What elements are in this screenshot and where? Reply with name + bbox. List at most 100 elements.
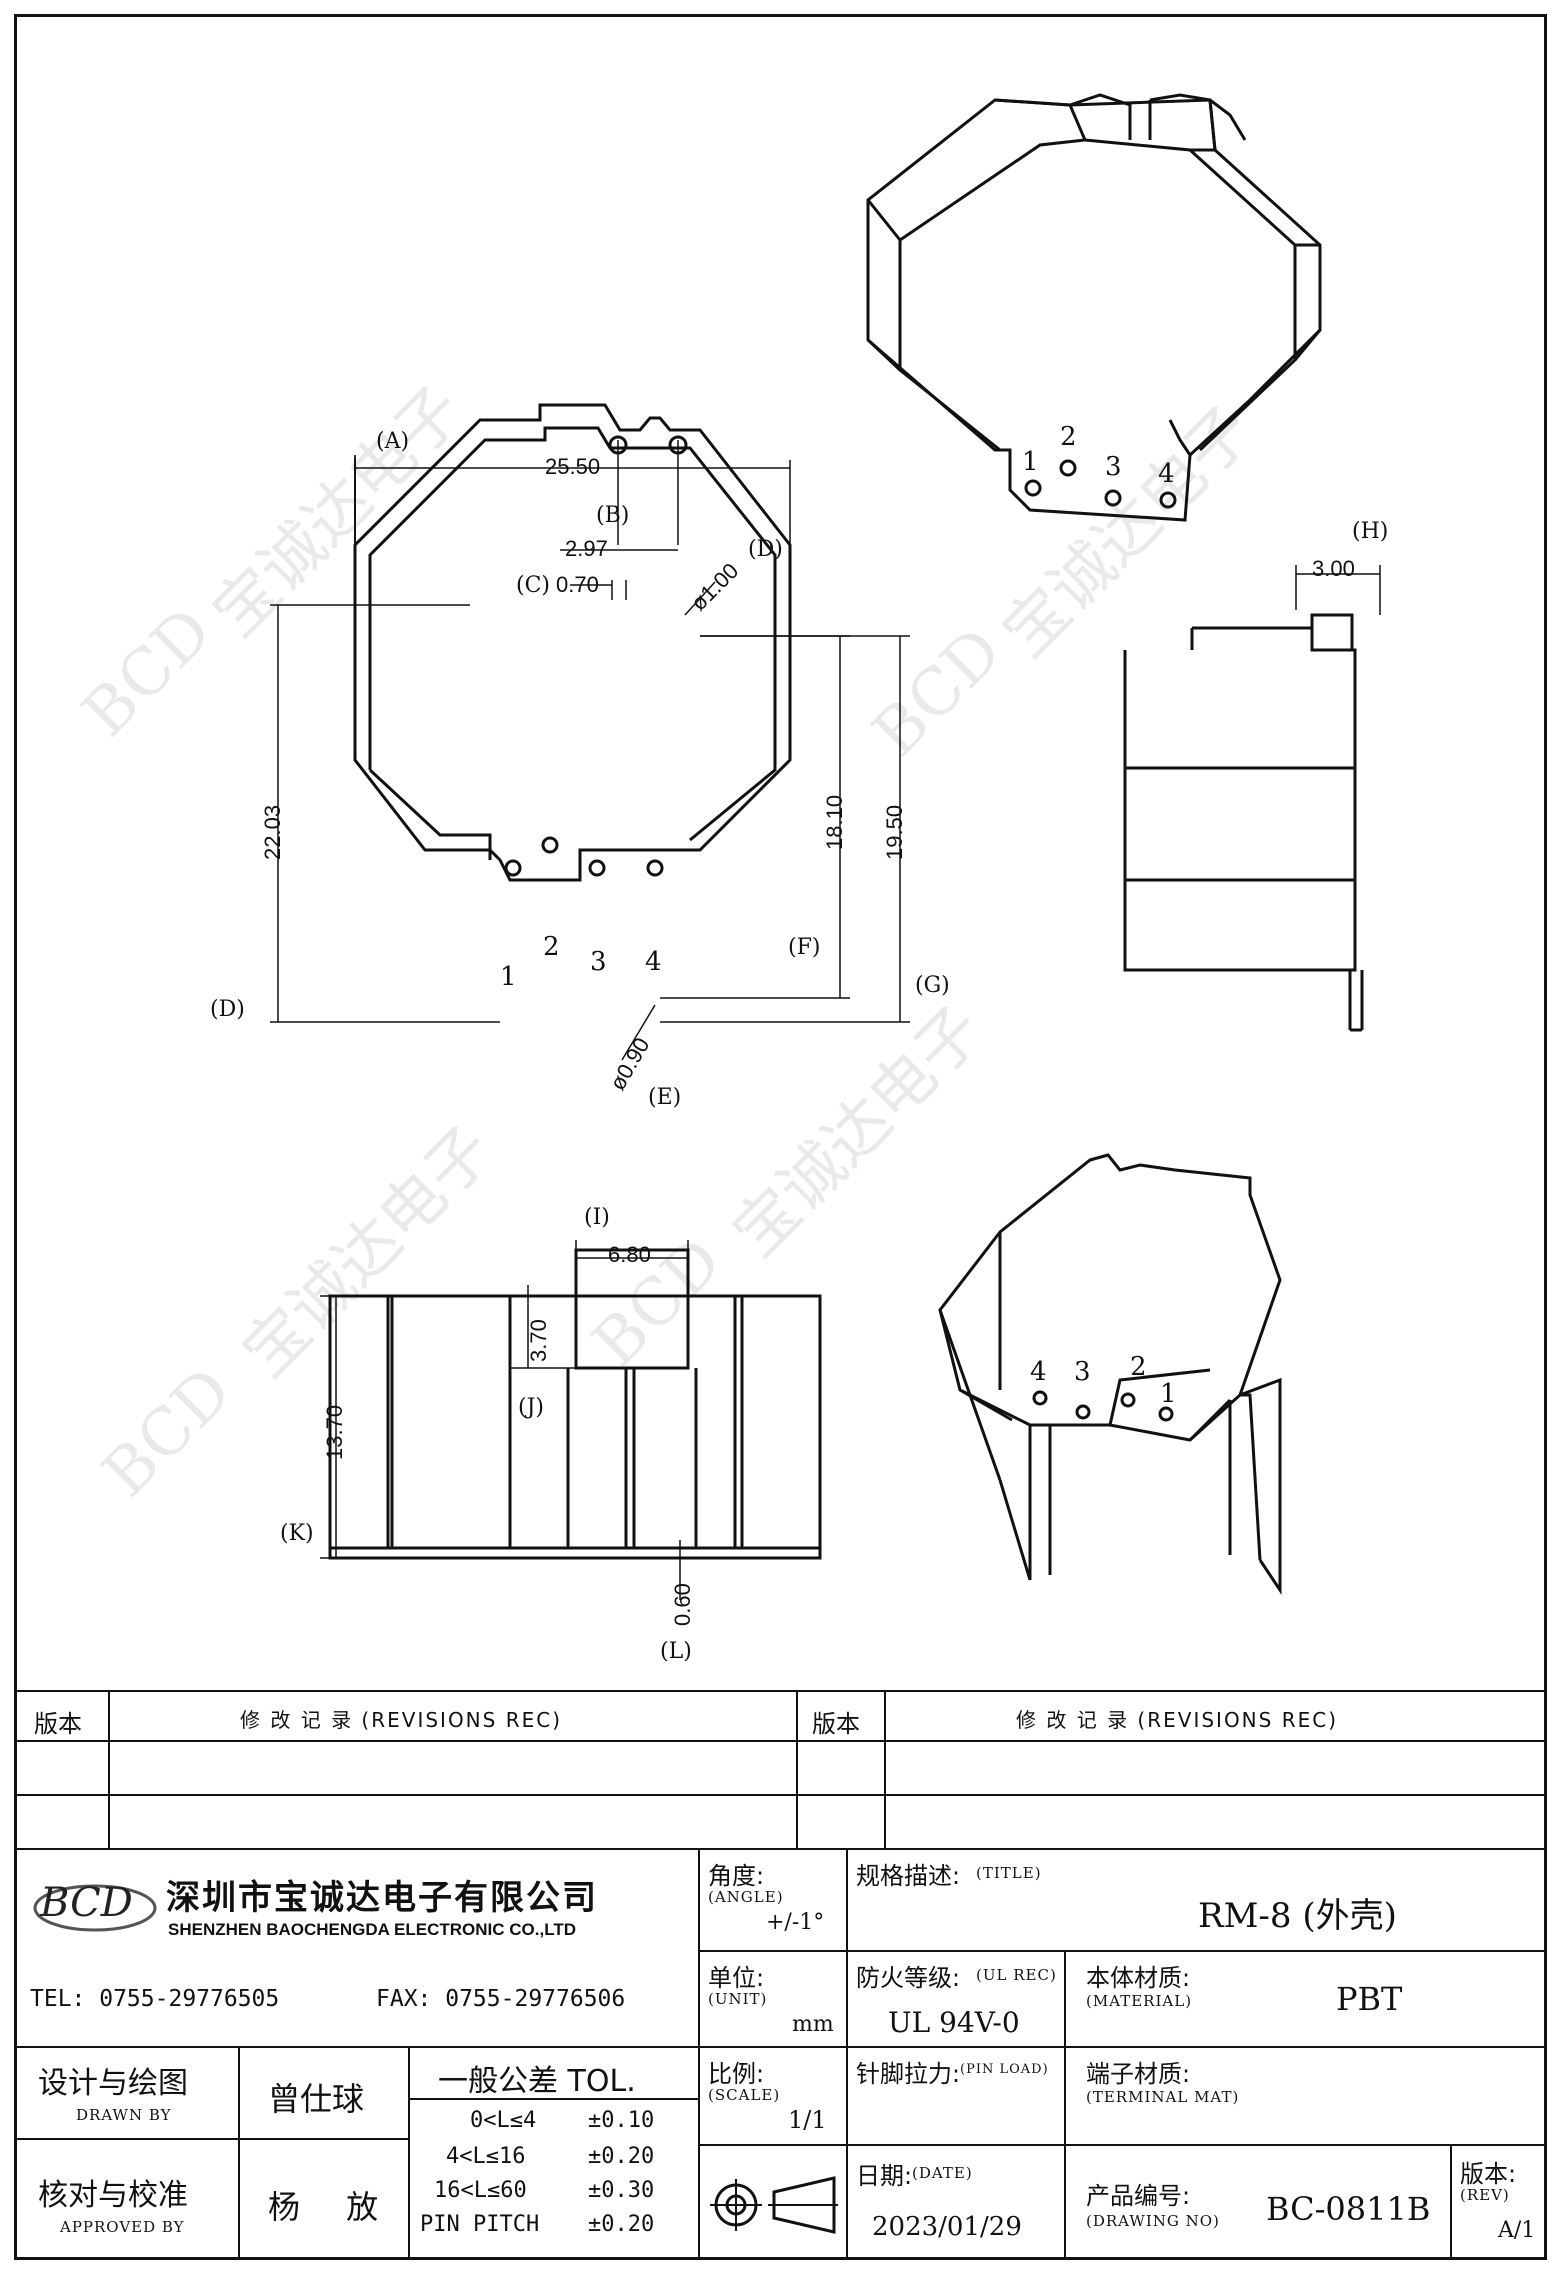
label-e: (E)	[648, 1085, 681, 1110]
ul-label-en: (UL REC)	[976, 1966, 1057, 1984]
drawn-by-value: 曾仕球	[268, 2080, 365, 2118]
ul-label: 防火等级:	[856, 1964, 961, 1992]
title-label-en: (TITLE)	[976, 1864, 1042, 1882]
label-a: (A)	[376, 429, 409, 454]
rev-record-head: 修 改 记 录 (REVISIONS REC)	[240, 1708, 562, 1732]
approved-value-cell: 杨 放	[238, 2138, 410, 2260]
top-view	[353, 403, 792, 882]
unit-cell: 单位: (UNIT) mm	[698, 1950, 848, 2048]
material-label-en: (MATERIAL)	[1086, 1992, 1193, 2010]
iso-bottom-pins: 4 3 2 1	[1030, 1352, 1177, 1409]
dim-d-hole: ø1.00	[686, 558, 743, 615]
pin-label: 1	[1160, 1379, 1177, 1409]
approved-value: 杨 放	[268, 2188, 397, 2226]
technical-drawing: BCD 宝诚达电子 BCD 宝诚达电子 BCD 宝诚达电子 BCD 宝诚达电子 …	[69, 93, 1388, 1664]
rev-record-head-2: 修 改 记 录 (REVISIONS REC)	[1016, 1708, 1338, 1732]
tolerance-cell: 一般公差 TOL. 0<L≤4 ±0.10 4<L≤16 ±0.20 16<L≤…	[408, 2046, 700, 2260]
scale-label-en: (SCALE)	[708, 2086, 781, 2104]
pin-load-label-en: (PIN LOAD)	[960, 2062, 1049, 2077]
angle-value: +/-1°	[766, 1910, 825, 1935]
tolerance-value: ±0.30	[588, 2178, 655, 2203]
pin-label: 3	[1074, 1357, 1091, 1387]
title-value: RM-8 (外壳)	[1198, 1896, 1397, 1936]
watermark-text: 宝诚达电子	[229, 1113, 508, 1392]
label-j: (J)	[518, 1395, 544, 1420]
watermark-text: 宝诚达电子	[719, 993, 998, 1272]
pin-label: 2	[1060, 422, 1077, 452]
company-name-en: SHENZHEN BAOCHENGDA ELECTRONIC CO.,LTD	[168, 1920, 576, 1939]
approved-label-en: APPROVED BY	[60, 2218, 185, 2236]
pin-label: 2	[543, 932, 560, 962]
pin-label: 4	[1158, 459, 1175, 489]
date-label: 日期:	[856, 2162, 913, 2190]
label-l: (L)	[660, 1639, 692, 1664]
drawn-by-label: 设计与绘图	[38, 2066, 188, 2101]
scale-value: 1/1	[788, 2106, 827, 2134]
drawing-no-label: 产品编号:	[1086, 2182, 1191, 2210]
front-view	[328, 1248, 822, 1560]
rev-label: 版本:	[1460, 2160, 1517, 2188]
company-name-cn: 深圳市宝诚达电子有限公司	[166, 1878, 598, 1918]
dim-e: ø0.90	[605, 1033, 655, 1094]
terminal-label-en: (TERMINAL MAT)	[1086, 2088, 1240, 2106]
drawing-no-value: BC-0811B	[1266, 2190, 1431, 2228]
rev-row	[14, 1740, 110, 1796]
ul-cell: 防火等级: (UL REC) UL 94V-0	[846, 1950, 1066, 2048]
iso-top-view	[866, 93, 1322, 522]
tolerance-range: 4<L≤16	[446, 2144, 526, 2169]
logo-text: BCD	[39, 1880, 133, 1926]
rev-label-en: (REV)	[1460, 2186, 1510, 2204]
rev-row	[108, 1794, 798, 1850]
unit-label: 单位:	[708, 1964, 765, 1992]
label-k: (K)	[280, 1521, 314, 1546]
front-view-dims	[320, 1240, 689, 1600]
terminal-cell: 端子材质: (TERMINAL MAT)	[1064, 2046, 1547, 2146]
pin-label: 3	[590, 947, 607, 977]
rev-row	[108, 1740, 798, 1796]
dim-a: 25.50	[545, 454, 600, 479]
terminal-label: 端子材质:	[1086, 2060, 1191, 2088]
label-f: (F)	[788, 935, 820, 960]
drawn-by-label-en: DRAWN BY	[76, 2106, 172, 2124]
iso-bottom-view	[938, 1153, 1282, 1595]
ul-value: UL 94V-0	[888, 2006, 1020, 2039]
dim-f: 18.10	[822, 795, 847, 850]
rev-row	[796, 1740, 886, 1796]
company-fax: FAX: 0755-29776506	[376, 1986, 626, 2012]
drawn-by-value-cell: 曾仕球	[238, 2046, 410, 2140]
projection-symbol-icon	[710, 2176, 838, 2234]
rev-head-cell-2: 版本	[796, 1690, 886, 1742]
company-logo: BCD	[33, 1880, 157, 1932]
approved-cell: 核对与校准 APPROVED BY	[14, 2138, 240, 2260]
label-b: (B)	[596, 503, 629, 528]
drawing-no-cell: 产品编号: (DRAWING NO) BC-0811B	[1064, 2144, 1452, 2260]
watermark-brand: BCD	[579, 1224, 736, 1381]
label-d: (D)	[748, 537, 783, 562]
tolerance-range: 0<L≤4	[470, 2108, 537, 2133]
date-label-en: (DATE)	[912, 2164, 973, 2182]
dim-k: 13.70	[322, 1405, 347, 1460]
dim-i: 6.80	[608, 1242, 651, 1267]
company-block: BCD 深圳市宝诚达电子有限公司 SHENZHEN BAOCHENGDA ELE…	[14, 1848, 700, 2048]
pin-label: 4	[645, 947, 662, 977]
angle-cell: 角度: (ANGLE) +/-1°	[698, 1848, 848, 1952]
label-i: (I)	[584, 1205, 610, 1230]
dim-height: 22.03	[260, 805, 285, 860]
top-view-dims	[270, 440, 910, 1061]
pin-label: 2	[1130, 1352, 1147, 1382]
title-cell: 规格描述: (TITLE) RM-8 (外壳)	[846, 1848, 1547, 1952]
rev-row	[14, 1794, 110, 1850]
pin-load-label: 针脚拉力:	[856, 2060, 961, 2088]
title-block: 版本 修 改 记 录 (REVISIONS REC) 版本 修 改 记 录 (R…	[14, 1690, 1547, 2260]
tolerance-head: 一般公差 TOL.	[438, 2064, 636, 2099]
tolerance-value: ±0.20	[588, 2144, 655, 2169]
date-value: 2023/01/29	[872, 2212, 1022, 2242]
company-tel: TEL: 0755-29776505	[30, 1986, 280, 2012]
projection-cell	[698, 2144, 848, 2260]
side-view	[1123, 613, 1364, 1032]
dim-b: 2.97	[565, 536, 608, 561]
watermark-text: 宝诚达电子	[199, 373, 478, 652]
dim-g: 19.50	[882, 805, 907, 860]
date-cell: 日期: (DATE) 2023/01/29	[846, 2144, 1066, 2260]
rev-cell: 版本: (REV) A/1	[1450, 2144, 1547, 2260]
